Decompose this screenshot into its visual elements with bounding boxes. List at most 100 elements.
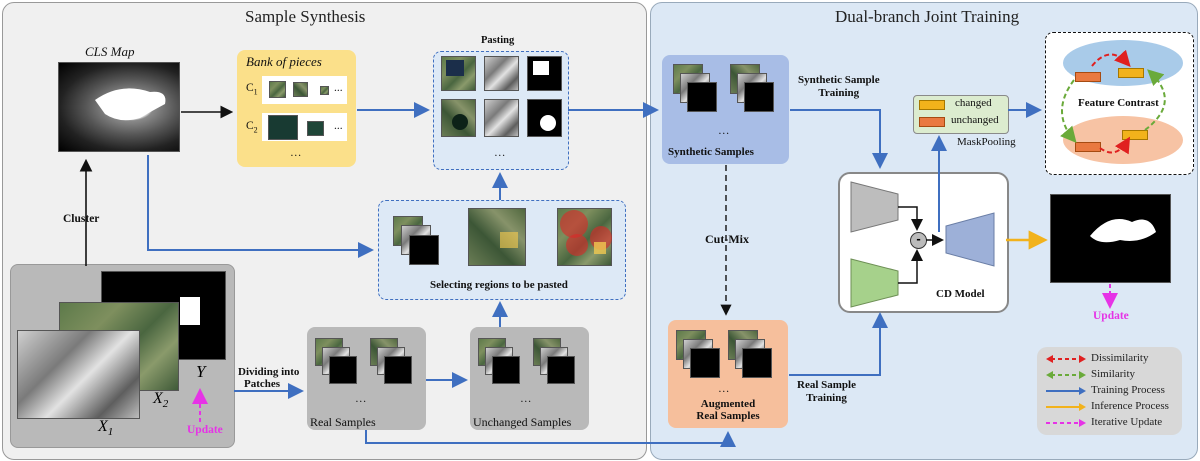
dividing-label: Dividing into Patches [238, 366, 299, 390]
legend-line-icon [1046, 387, 1086, 395]
syn-stack-2c [744, 82, 774, 112]
bank-c2-more: ... [334, 120, 343, 132]
pasting-patch-1 [446, 60, 464, 76]
similarity-arc-left [1060, 79, 1077, 144]
augmented-to-cd-arrow [789, 312, 888, 376]
feature-contrast-label: Feature Contrast [1078, 97, 1159, 109]
real-stack-2c [384, 356, 412, 384]
legend-label: Dissimilarity [1091, 352, 1149, 364]
input-y-label: Y [196, 362, 206, 381]
dissimilarity-arc-top [1091, 49, 1131, 67]
fc-bar-4 [1122, 130, 1148, 140]
input-x1-letter: X [98, 418, 108, 435]
maskpooling-label: MaskPooling [957, 136, 1016, 148]
input-y-white [180, 297, 200, 325]
bank-c1-letter: C [246, 82, 254, 94]
legend-label: Similarity [1091, 368, 1135, 380]
fc-bar-3 [1075, 142, 1101, 152]
real-stack-1c [329, 356, 357, 384]
input-x2-letter: X [153, 390, 163, 407]
real-samples-ellipsis: … [355, 393, 367, 405]
synthetic-label: Synthetic Samples [668, 146, 754, 158]
cluster-label: Cluster [63, 213, 100, 225]
cls-map-label: CLS Map [85, 44, 135, 59]
bank-title: Bank of pieces [246, 54, 322, 69]
pasting-gray-2 [484, 99, 519, 137]
bank-c1-more: ... [334, 82, 343, 94]
select-red-2 [566, 234, 588, 256]
legend-label: Inference Process [1091, 400, 1169, 412]
pasting-ellipsis: … [494, 147, 506, 159]
input-x2-label: X2 [153, 390, 168, 410]
fc-bar-2 [1118, 68, 1144, 78]
unchanged-samples-ellipsis: … [520, 393, 532, 405]
legend-line-icon [1046, 403, 1086, 411]
encoder-top [850, 181, 899, 233]
real-samples-label: Real Samples [310, 415, 376, 429]
bank-piece-c1-a [269, 81, 286, 98]
dissimilarity-arc-bottom [1099, 136, 1131, 155]
cutmix-label: Cut-Mix [703, 231, 751, 248]
real-to-augmented-arrow [365, 430, 736, 447]
minus-node: - [910, 232, 927, 249]
augmented-label: Augmented Real Samples [672, 398, 784, 422]
synthetic-training-line1: Synthetic Sample [798, 74, 880, 86]
input-update-label: Update [187, 424, 223, 436]
joint-training-title: Dual-branch Joint Training [835, 7, 1020, 26]
bank-c1-label: C1 [246, 82, 258, 96]
bank-of-pieces-box [237, 50, 356, 167]
synthetic-training-label: Synthetic Sample Training [798, 74, 880, 100]
bank-piece-c1-c [320, 86, 329, 95]
bank-c2-label: C2 [246, 120, 258, 134]
bank-ellipsis: … [290, 147, 302, 159]
unch-stack-1c [492, 356, 520, 384]
pasting-mask-1 [527, 56, 562, 91]
legend-line-icon [1046, 371, 1086, 379]
synthetic-training-line2: Training [818, 87, 860, 99]
legend-label: Training Process [1091, 384, 1165, 396]
bank-c2-letter: C [246, 120, 254, 132]
cls-white-blob [95, 88, 166, 121]
augmented-ellipsis: … [718, 383, 730, 395]
real-training-line2: Training [806, 392, 847, 404]
augmented-line1: Augmented [700, 398, 756, 410]
pasting-patch-2 [452, 114, 468, 130]
cls-to-selecting-arrow [147, 155, 374, 258]
select-stack-3 [409, 235, 439, 265]
legend-line-icon [1046, 355, 1086, 363]
sample-synthesis-title: Sample Synthesis [245, 7, 366, 26]
bottom-encoder-to-minus [898, 249, 923, 284]
bank-piece-c1-b [293, 82, 308, 97]
syn-stack-1c [687, 82, 717, 112]
unch-stack-2c [547, 356, 575, 384]
changed-label: changed [955, 97, 992, 109]
input-x1-image [17, 330, 140, 419]
encoder-bottom [850, 258, 899, 308]
output-update-label: Update [1093, 310, 1129, 322]
pasting-mask-1-white [533, 61, 549, 75]
select-red-1 [560, 210, 588, 238]
selecting-label: Selecting regions to be pasted [430, 279, 568, 291]
unchanged-label: unchanged [951, 114, 999, 126]
augmented-line2: Real Samples [696, 410, 760, 422]
dividing-line2: Patches [244, 378, 281, 390]
bank-piece-c2-a [268, 115, 298, 140]
select-highlight [500, 232, 518, 248]
bank-piece-c2-b [307, 121, 324, 136]
bank-c1-sub: 1 [253, 87, 258, 97]
output-change-blob [1090, 219, 1156, 243]
input-x1-label: X1 [98, 418, 113, 438]
top-encoder-to-minus [898, 206, 923, 231]
pasting-gray-1 [484, 56, 519, 91]
synthetic-to-cd-arrow [790, 109, 888, 169]
real-training-label: Real Sample Training [797, 379, 856, 405]
unchanged-feature-bar [919, 117, 945, 127]
changed-feature-bar [919, 100, 945, 110]
input-x2-sub: 2 [162, 398, 169, 411]
aug-stack-1c [690, 348, 720, 378]
synthetic-ellipsis: … [718, 125, 730, 137]
unchanged-samples-label: Unchanged Samples [473, 415, 572, 429]
dividing-line1: Dividing into [238, 366, 300, 378]
bank-c2-sub: 2 [253, 125, 258, 135]
